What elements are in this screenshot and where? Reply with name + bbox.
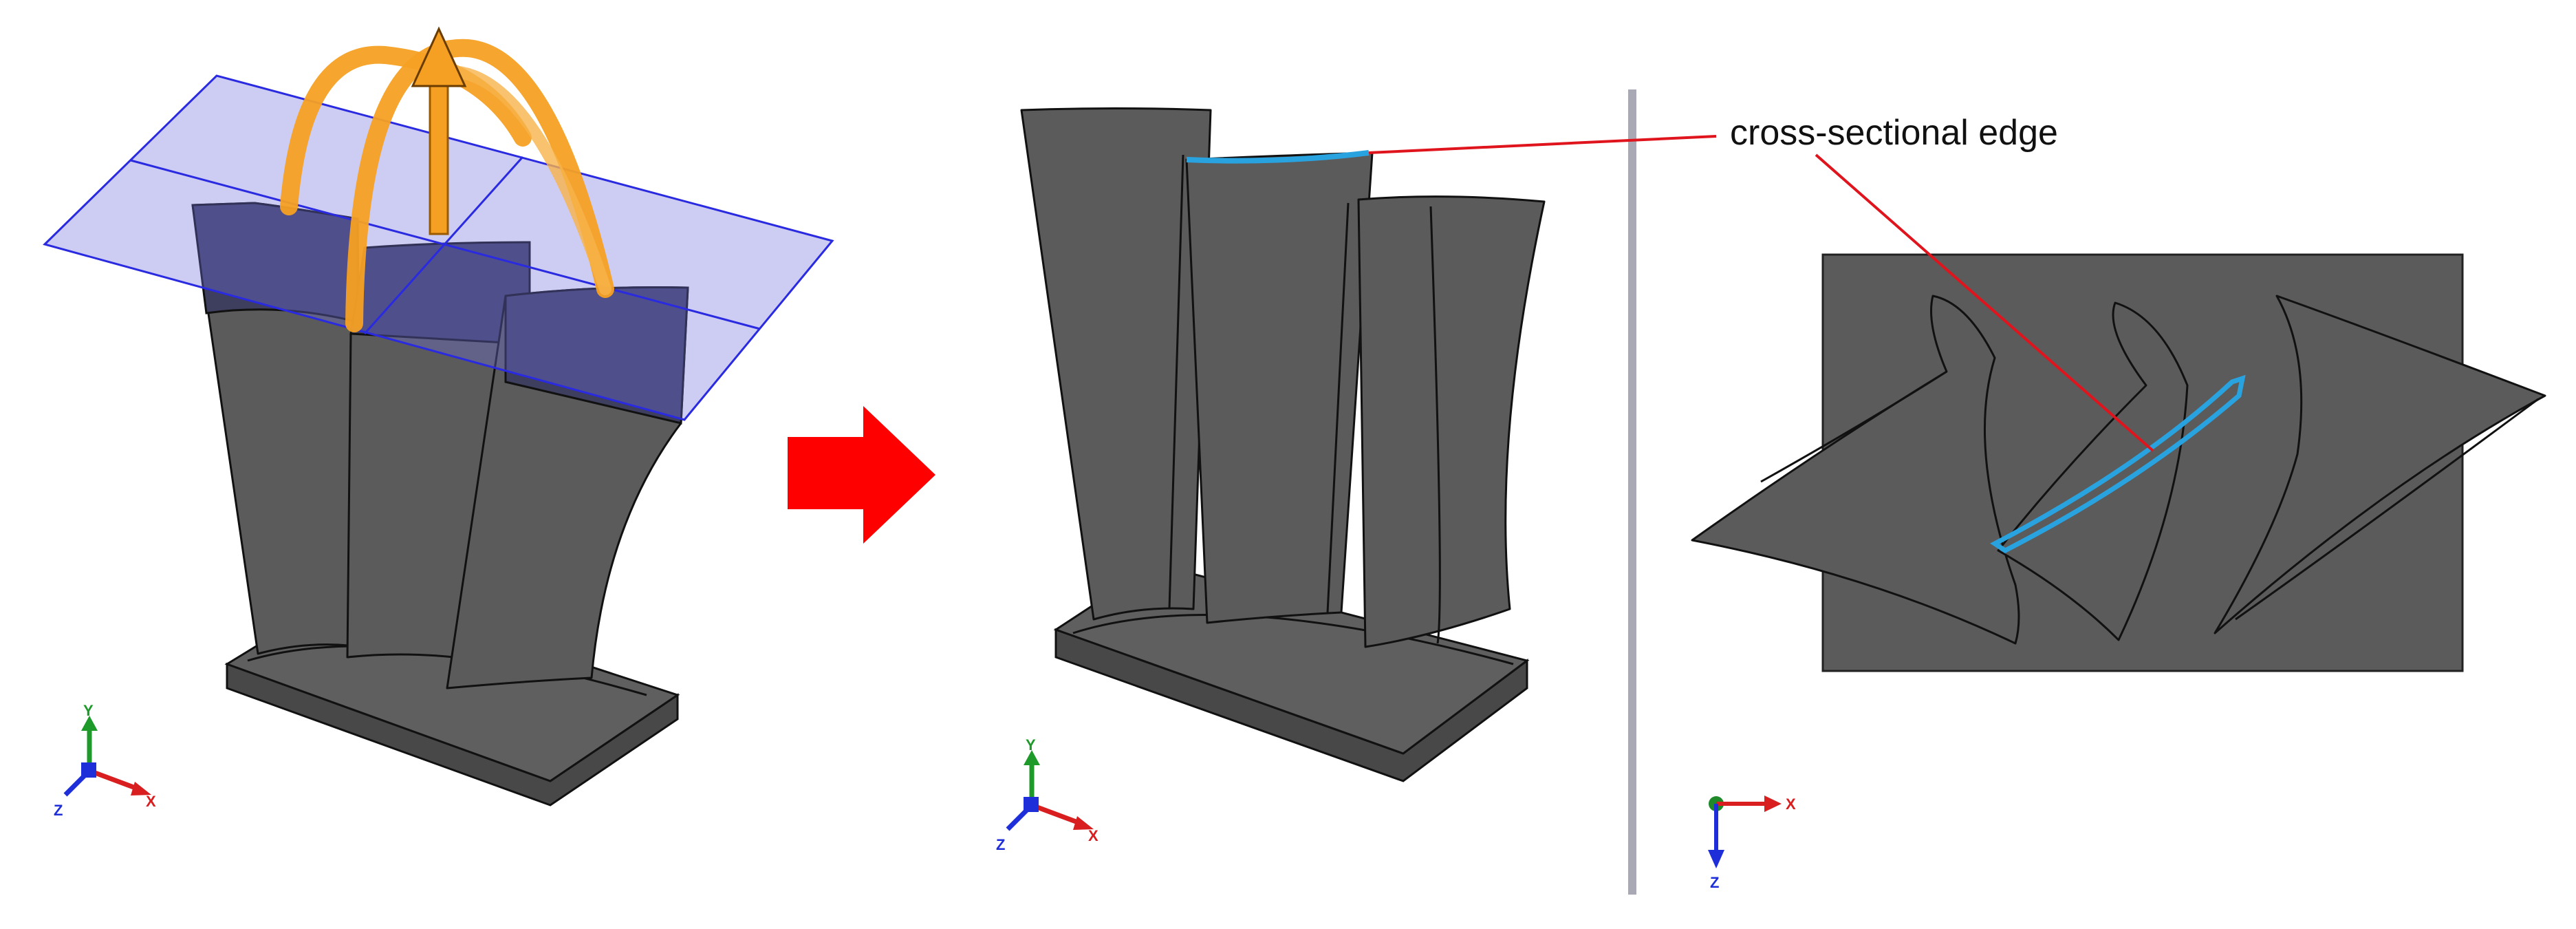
- axis-label-z: Z: [54, 802, 63, 819]
- axis-label-x: X: [1786, 795, 1796, 813]
- axis-triad-2: Y X Z: [996, 736, 1098, 853]
- cross-sectional-edge-top: [1186, 150, 1370, 164]
- axis-label-y: Y: [1026, 736, 1036, 754]
- blade-right-2: [1357, 195, 1546, 648]
- axis-label-x: X: [1088, 827, 1098, 844]
- axis-label-z: Z: [996, 836, 1005, 853]
- blade-left-2: [1020, 107, 1212, 621]
- blade-left-1: [191, 202, 362, 655]
- annotation-label: cross-sectional edge: [1730, 113, 2058, 153]
- panel-separator: [1628, 89, 1636, 895]
- axis-label-z: Z: [1710, 874, 1719, 891]
- axis-triad-3: X Z: [1708, 795, 1796, 891]
- blade-section-right: [2214, 295, 2546, 634]
- blade-right-1: [446, 286, 689, 690]
- up-arrow-icon: [411, 26, 467, 235]
- leader-line-to-cut-view: [1368, 135, 1717, 154]
- axis-triad-1: Y X Z: [54, 702, 156, 819]
- axis-label-x: X: [146, 793, 156, 810]
- blade-center-2: [1185, 151, 1374, 624]
- leader-line-to-top-view: [1815, 153, 2154, 452]
- panel-top-view: X Z: [1691, 253, 2546, 891]
- panel-cut-result-view: Y X Z: [996, 107, 1546, 853]
- annotation-callout: cross-sectional edge: [1368, 113, 2154, 452]
- cross-sectional-edge-section: [1990, 374, 2246, 554]
- blade-section-left: [1691, 295, 2020, 645]
- blade-section-center: [1997, 301, 2189, 641]
- cutting-plane: [43, 74, 834, 421]
- right-arrow-icon: [788, 406, 935, 544]
- axis-label-y: Y: [83, 702, 94, 719]
- panel-cutting-plane-view: Y X Z: [43, 26, 834, 819]
